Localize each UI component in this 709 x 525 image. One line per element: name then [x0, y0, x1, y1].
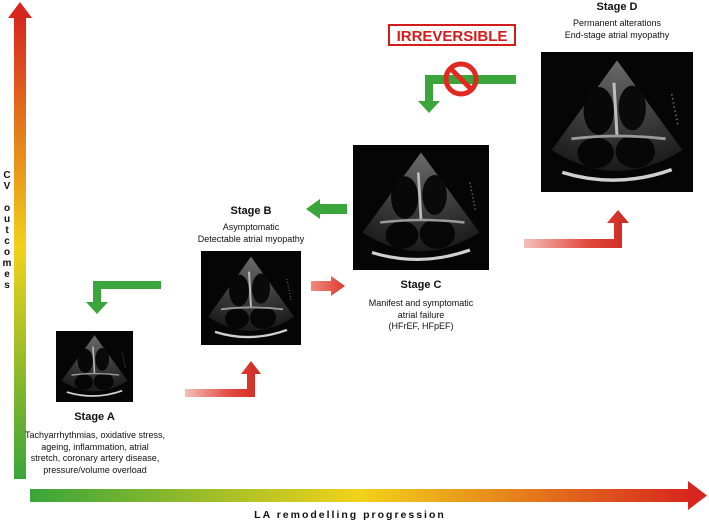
stage-a-line: ageing, inflammation, atrial	[41, 441, 149, 452]
green-step-arrow-icon	[86, 281, 161, 314]
stage-c-title: Stage C	[400, 279, 442, 291]
y-axis-label-letter: s	[4, 280, 10, 291]
stage-d-description: Permanent alterations End-stage atrial m…	[541, 18, 693, 41]
red-step-arrow-icon	[185, 361, 261, 397]
echocardiogram-image-stage-a	[56, 331, 133, 402]
red-step-arrow-icon	[524, 210, 629, 248]
y-axis-label-letter: m	[2, 258, 12, 269]
echocardiogram-image-stage-d	[541, 52, 693, 192]
echocardiogram-image-stage-c	[353, 145, 489, 270]
no-entry-icon	[443, 61, 479, 97]
stage-d-line: Permanent alterations	[572, 18, 662, 28]
stage-d-title: Stage D	[596, 1, 638, 13]
y-axis-label-letter: V	[3, 181, 11, 192]
y-axis-label-letter: e	[4, 269, 10, 280]
stage-a-line: stretch, coronary artery disease,	[30, 453, 160, 463]
stage-c-line: atrial failure	[397, 309, 445, 320]
y-axis-label-letter: C	[3, 170, 11, 181]
stage-b-title: Stage B	[230, 205, 272, 217]
stage-a-title: Stage A	[74, 411, 115, 423]
stage-b-line: Detectable atrial myopathy	[197, 233, 305, 244]
red-arrow-icon	[311, 276, 345, 296]
x-axis-label: LA remodelling progression	[254, 509, 446, 521]
vertical-axis-arrow	[8, 2, 32, 479]
irreversible-label: IRREVERSIBLE	[388, 24, 516, 46]
y-axis-label-letter: o	[3, 247, 11, 258]
stage-c-line: (HFrEF, HFpEF)	[388, 321, 454, 331]
y-axis-label-letter: t	[5, 225, 9, 236]
y-axis-label-letter: o	[3, 203, 11, 214]
echocardiogram-image-stage-b	[201, 251, 301, 345]
y-axis-label-letter: u	[3, 214, 11, 225]
stage-a-description: Tachyarrhythmias, oxidative stress, agei…	[14, 430, 176, 476]
stage-c-line: Manifest and symptomatic	[368, 298, 474, 308]
stage-d-line: End-stage atrial myopathy	[564, 29, 670, 40]
stage-b-line: Asymptomatic	[222, 222, 280, 232]
green-arrow-icon	[306, 199, 347, 219]
stage-c-description: Manifest and symptomatic atrial failure …	[353, 298, 489, 333]
stage-a-line: pressure/volume overload	[43, 464, 147, 475]
horizontal-axis-arrow	[30, 481, 707, 510]
stage-b-description: Asymptomatic Detectable atrial myopathy	[181, 222, 321, 245]
y-axis-label-letter: c	[4, 236, 10, 247]
y-axis-label-letter	[0, 192, 14, 203]
stage-a-line: Tachyarrhythmias, oxidative stress,	[24, 430, 166, 440]
